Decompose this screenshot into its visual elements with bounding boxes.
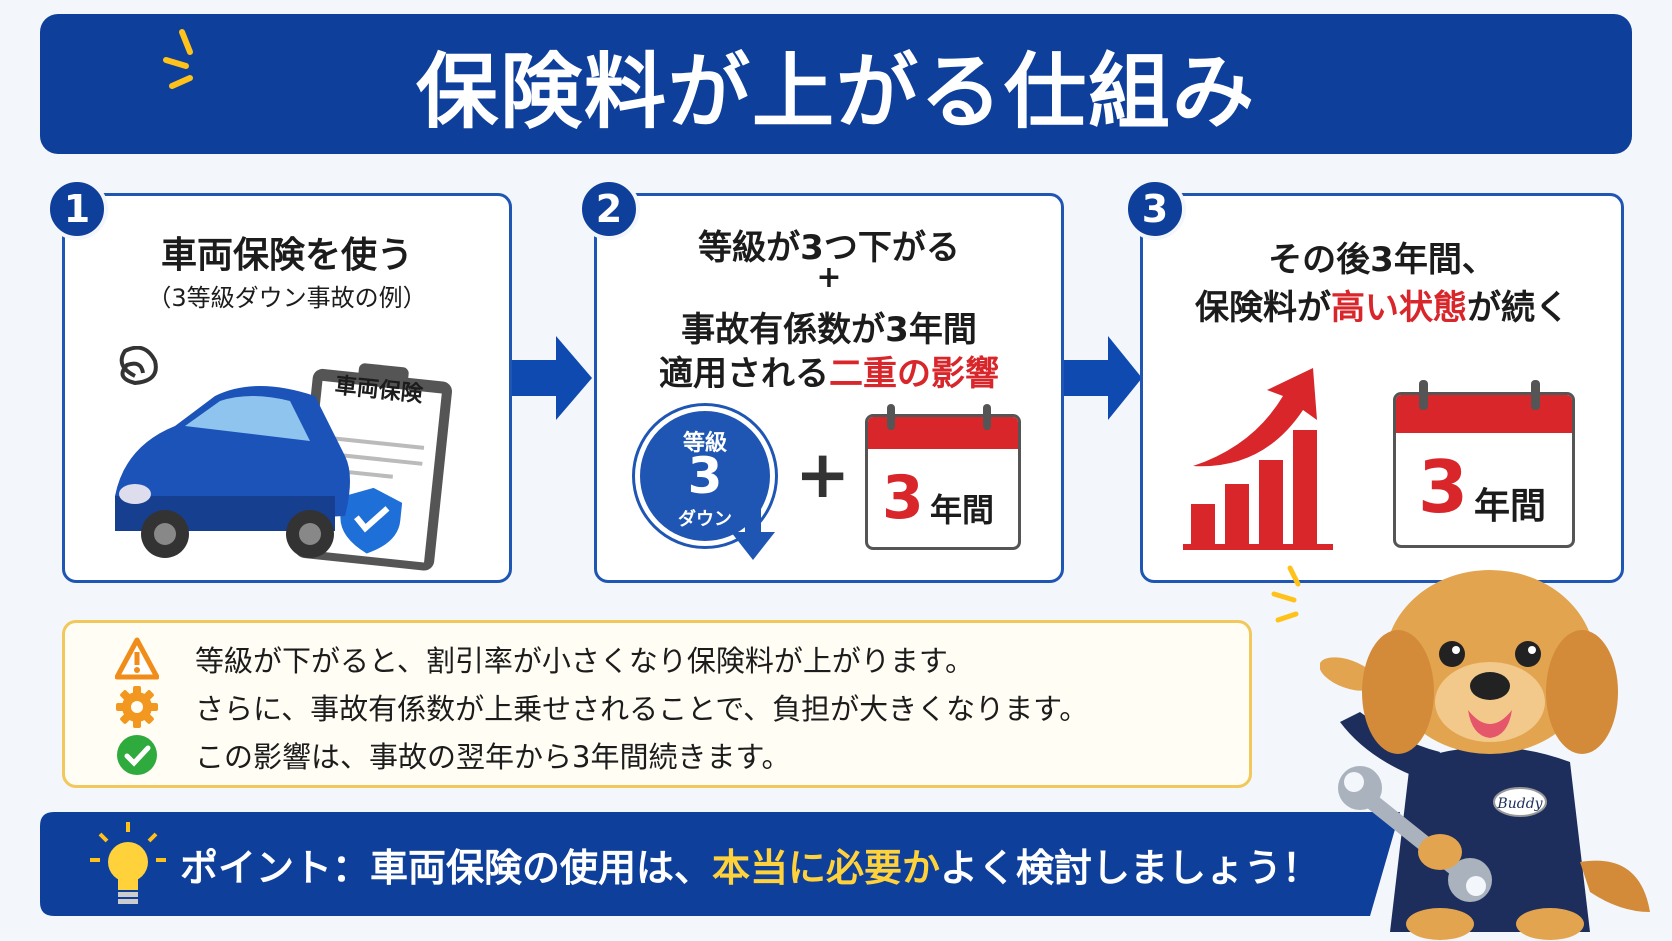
mascot-badge: Buddy	[1496, 796, 1543, 812]
step-number-1: 1	[46, 178, 108, 240]
spark-icon	[1271, 565, 1301, 623]
plus-symbol: +	[795, 436, 851, 513]
dog-mascot: Buddy	[1320, 570, 1650, 940]
step2-line3: 適用される二重の影響	[659, 354, 999, 394]
point-emphasis: 本当に必要か	[712, 845, 941, 890]
step-card-2: 等級が3つ下がる + 事故有係数が3年間 適用される二重の影響 等級 3 ダウン…	[594, 193, 1064, 583]
point-banner	[40, 812, 1400, 916]
arrow-down-icon	[731, 496, 775, 560]
step2-line2: 事故有係数が3年間	[681, 310, 977, 350]
step3-line1: その後3年間、	[1268, 240, 1496, 280]
step1-title: 車両保険を使う	[160, 235, 413, 276]
step-number-3: 3	[1124, 178, 1186, 240]
calendar-icon: 3 年間	[865, 414, 1021, 550]
step2-plus: +	[816, 260, 842, 295]
lightbulb-icon	[90, 822, 166, 904]
page-title: 保険料が上がる仕組み	[415, 44, 1256, 140]
damaged-car-icon	[115, 346, 452, 571]
check-icon	[117, 735, 157, 775]
header-banner: 保険料が上がる仕組み	[40, 14, 1632, 154]
step1-subtitle: （3等級ダウン事故の例）	[147, 284, 427, 312]
warning-icon	[115, 637, 159, 680]
arrow-right-icon	[512, 336, 592, 420]
spark-icon	[163, 29, 193, 89]
step2-line1: 等級が3つ下がる	[698, 228, 960, 268]
step2-emphasis: 二重の影響	[829, 354, 999, 394]
calendar-icon: 3 年間	[1393, 392, 1575, 548]
info-item: さらに、事故有係数が上乗せされることで、負担が大きくなります。	[115, 686, 1088, 728]
info-item: 等級が下がると、割引率が小さくなり保険料が上がります。	[115, 637, 974, 680]
arrow-right-icon	[1064, 336, 1142, 420]
step-card-3: その後3年間、 保険料が高い状態が続く 3 年間	[1140, 193, 1624, 583]
step3-line2: 保険料が高い状態が続く	[1195, 288, 1569, 328]
point-message: ポイント：車両保険の使用は、本当に必要かよく検討しましょう！	[180, 832, 1320, 896]
gear-icon	[116, 686, 158, 728]
step-number-2: 2	[578, 178, 640, 240]
info-box: 等級が下がると、割引率が小さくなり保険料が上がります。 さらに、事故有係数が上乗…	[62, 620, 1252, 788]
step-card-1: 車両保険を使う （3等級ダウン事故の例） 車両保険	[62, 193, 512, 583]
step3-emphasis: 高い状態	[1331, 288, 1467, 328]
info-item: この影響は、事故の翌年から3年間続きます。	[115, 735, 791, 775]
rising-bar-chart-icon	[1183, 368, 1333, 550]
